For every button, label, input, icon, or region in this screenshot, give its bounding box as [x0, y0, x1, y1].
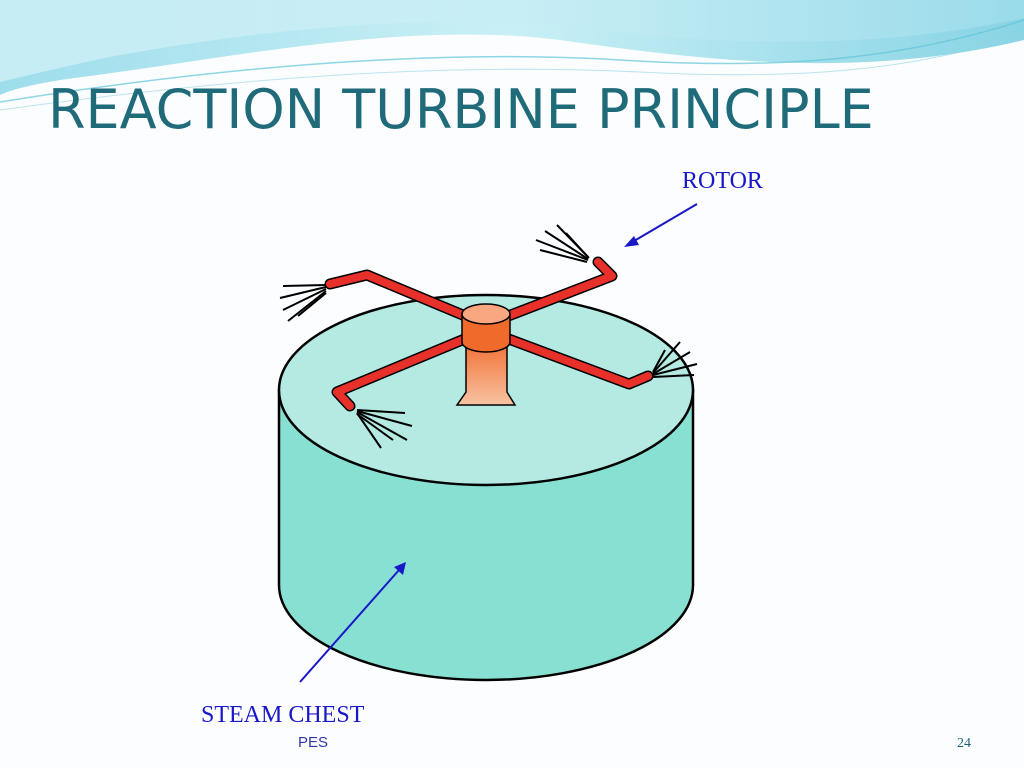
rotor-hub-cap [461, 303, 511, 353]
steam-jet-top-right [535, 224, 590, 263]
rotor-pointer-arrow [624, 203, 698, 247]
slide-title: REACTION TURBINE PRINCIPLE [48, 78, 874, 141]
rotor-label: ROTOR [682, 168, 763, 194]
page-number: 24 [957, 736, 971, 751]
rotor-arms [324, 256, 654, 412]
steam-chest-pointer-arrow [299, 562, 406, 683]
steam-chest-label: STEAM CHEST [201, 702, 365, 728]
steam-jet-left [279, 284, 327, 322]
steam-jet-front-left [356, 409, 413, 449]
steam-jet-right [652, 341, 698, 378]
footer-text: PES [298, 734, 329, 751]
